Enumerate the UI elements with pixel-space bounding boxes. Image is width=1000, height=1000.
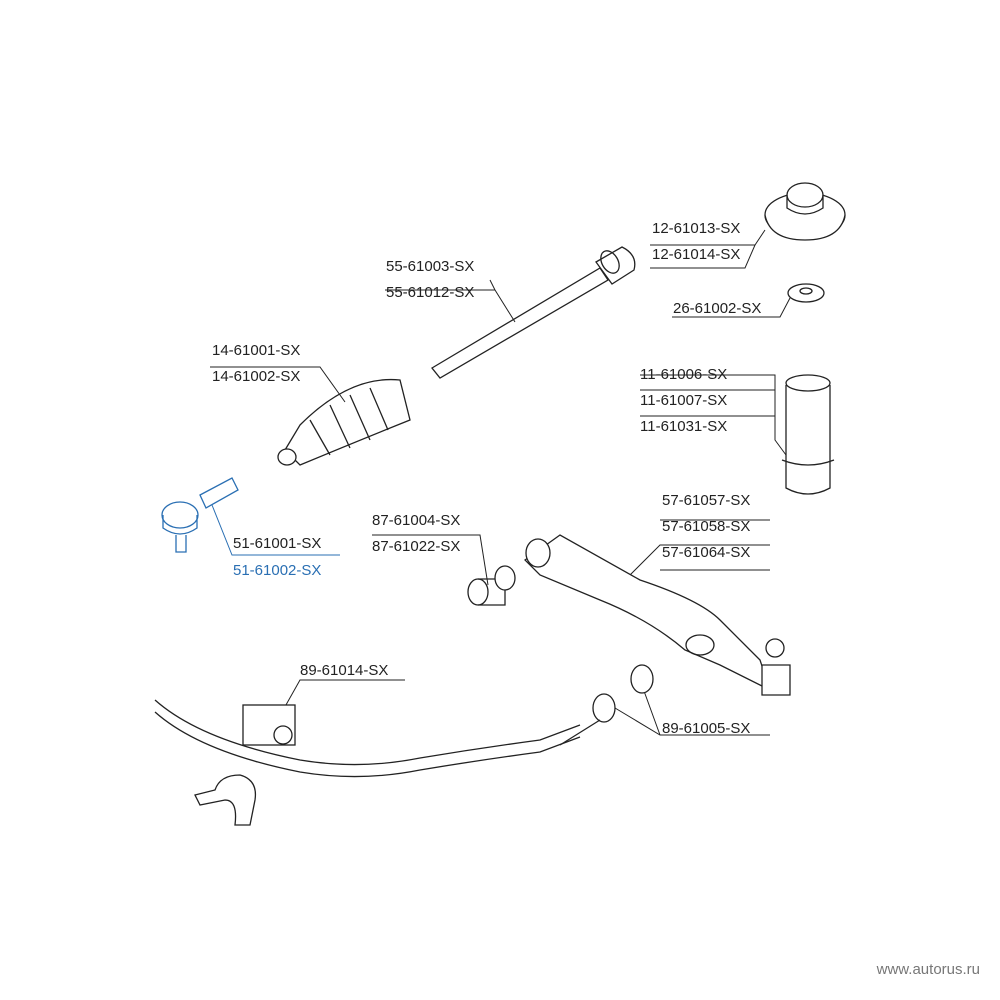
label-57-61058: 57-61058-SX	[662, 518, 751, 535]
control-arm	[523, 534, 791, 696]
label-14-61002: 14-61002-SX	[212, 368, 301, 385]
strut-bearing	[787, 283, 825, 303]
label-11-61007: 11-61007-SX	[640, 392, 728, 409]
label-14-61001: 14-61001-SX	[212, 342, 301, 359]
control-arm-bushing	[467, 565, 516, 606]
label-11-61006: 11-61006-SX	[640, 366, 728, 383]
label-11-61031: 11-61031-SX	[640, 418, 728, 435]
label-89-61014: 89-61014-SX	[300, 662, 389, 679]
steering-boot	[277, 378, 411, 466]
label-87-61022: 87-61022-SX	[372, 538, 461, 555]
footer-url[interactable]: www.autorus.ru	[876, 961, 980, 978]
label-12-61013: 12-61013-SX	[652, 220, 741, 237]
strut-mount	[764, 182, 846, 241]
label-89-61005: 89-61005-SX	[662, 720, 751, 737]
label-87-61004: 87-61004-SX	[372, 512, 461, 529]
bump-stop	[781, 374, 835, 495]
label-55-61003: 55-61003-SX	[386, 258, 475, 275]
label-12-61014: 12-61014-SX	[652, 246, 741, 263]
stabilizer-bar	[154, 699, 581, 826]
label-51-61001: 51-61001-SX	[233, 535, 322, 552]
label-26-61002: 26-61002-SX	[673, 300, 762, 317]
label-55-61012: 55-61012-SX	[386, 284, 475, 301]
tie-rod-end	[161, 477, 239, 553]
label-51-61002-highlighted[interactable]: 51-61002-SX	[233, 562, 322, 579]
leader-lines	[210, 229, 791, 736]
label-57-61064: 57-61064-SX	[662, 544, 751, 561]
label-57-61057: 57-61057-SX	[662, 492, 751, 509]
inner-tie-rod	[431, 246, 636, 379]
link-bushings	[559, 664, 654, 746]
